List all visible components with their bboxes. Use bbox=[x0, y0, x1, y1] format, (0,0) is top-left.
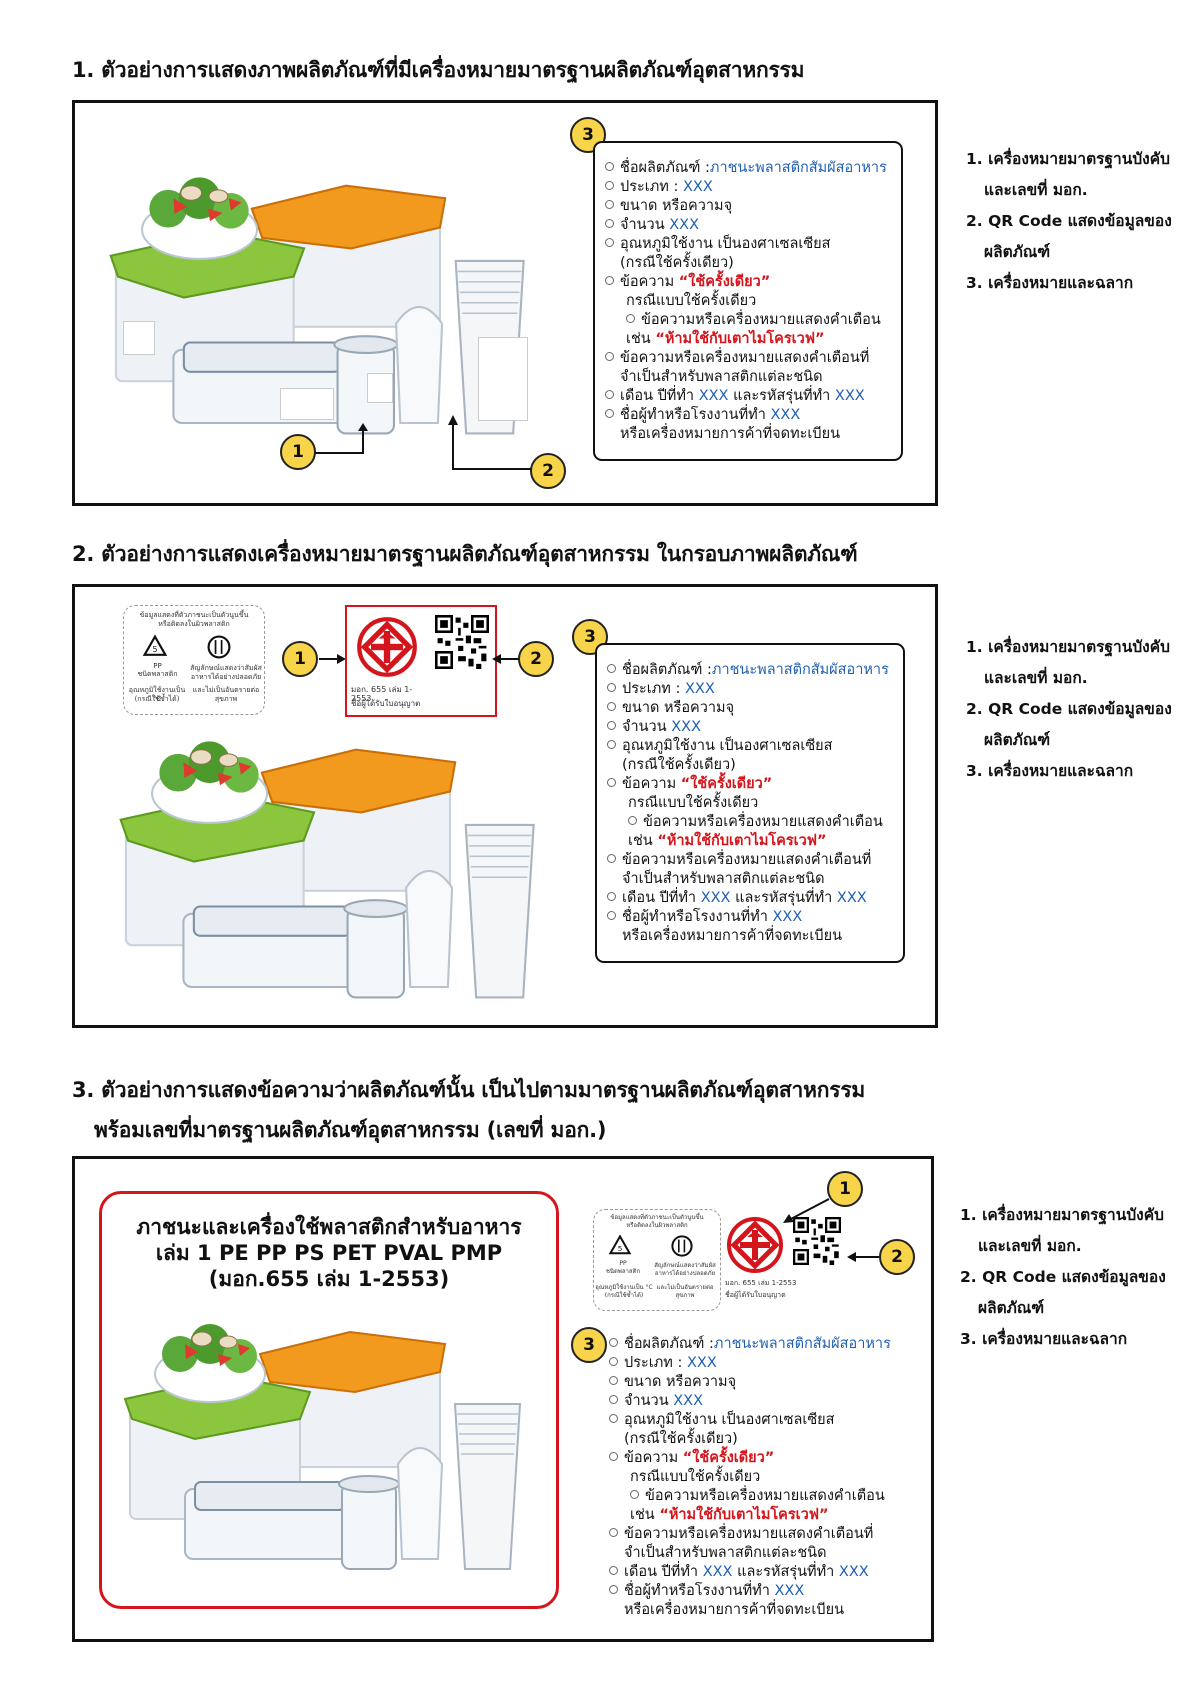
product-label-sticker bbox=[280, 388, 334, 420]
section-3-heading-line1: 3. ตัวอย่างการแสดงข้อความว่าผลิตภัณฑ์นั้… bbox=[72, 1078, 866, 1102]
qr-code-icon bbox=[435, 615, 489, 669]
marker-3: 3 bbox=[571, 1327, 607, 1363]
product-image bbox=[110, 1309, 550, 1589]
marker-1: 1 bbox=[280, 434, 316, 470]
standard-box: ภาชนะและเครื่องใช้พลาสติกสำหรับอาหาร เล่… bbox=[99, 1191, 559, 1609]
marker-3: 3 bbox=[570, 117, 606, 153]
section-2-heading: 2. ตัวอย่างการแสดงเครื่องหมายมาตรฐานผลิต… bbox=[72, 542, 858, 566]
marker-2: 2 bbox=[879, 1239, 915, 1275]
arrow-icon bbox=[319, 654, 346, 664]
recycle-icon bbox=[608, 1234, 632, 1258]
label-info-list: ชื่อผลิตภัณฑ์ :ภาชนะพลาสติกสัมผัสอาหาร ป… bbox=[605, 159, 887, 444]
arrow-icon bbox=[847, 1252, 879, 1262]
label-info-box: ชื่อผลิตภัณฑ์ :ภาชนะพลาสติกสัมผัสอาหาร ป… bbox=[593, 141, 903, 461]
arrow-icon bbox=[492, 654, 519, 664]
standard-title-line1: ภาชนะและเครื่องใช้พลาสติกสำหรับอาหาร bbox=[136, 1215, 522, 1239]
marker-2: 2 bbox=[530, 453, 566, 489]
section-1-heading: 1. ตัวอย่างการแสดงภาพผลิตภัณฑ์ที่มีเครื่… bbox=[72, 58, 805, 82]
legend-3: 1. เครื่องหมายมาตรฐานบังคับ และเลขที่ มอ… bbox=[960, 1206, 1166, 1348]
food-safe-icon bbox=[206, 634, 232, 660]
section-1-frame: 1 2 3 ชื่อผลิตภัณฑ์ :ภาชนะพลาสติกสัมผัสอ… bbox=[72, 100, 938, 506]
label-info-list: ชื่อผลิตภัณฑ์ :ภาชนะพลาสติกสัมผัสอาหาร ป… bbox=[607, 661, 889, 946]
recycle-icon bbox=[142, 634, 168, 660]
licensee-name: ชื่อผู้ได้รับใบอนุญาต bbox=[725, 1291, 786, 1299]
product-label-sticker bbox=[123, 321, 155, 355]
marker-1: 1 bbox=[282, 641, 318, 677]
plastic-info-card: ข้อมูลแสดงที่ตัวภาชนะเป็นตัวนูนขึ้น หรือ… bbox=[593, 1209, 721, 1311]
tis-mark-card: มอก. 655 เล่ม 1-2553 ชื่อผู้ได้รับใบอนุญ… bbox=[345, 605, 497, 717]
tis-number: มอก. 655 เล่ม 1-2553 bbox=[725, 1279, 797, 1287]
product-image bbox=[105, 727, 565, 1017]
marker-3: 3 bbox=[572, 619, 608, 655]
food-safe-icon bbox=[670, 1234, 694, 1258]
standard-title-line3: (มอก.655 เล่ม 1-2553) bbox=[208, 1267, 450, 1291]
standard-title-line2: เล่ม 1 PE PP PS PET PVAL PMP bbox=[155, 1241, 503, 1265]
section-3-frame: ภาชนะและเครื่องใช้พลาสติกสำหรับอาหาร เล่… bbox=[72, 1156, 934, 1642]
section-3-heading-line2: พร้อมเลขที่มาตรฐานผลิตภัณฑ์อุตสาหกรรม (เ… bbox=[94, 1118, 607, 1142]
label-info-box: ชื่อผลิตภัณฑ์ :ภาชนะพลาสติกสัมผัสอาหาร ป… bbox=[595, 643, 905, 963]
product-label-sticker bbox=[367, 373, 393, 403]
product-label-sticker bbox=[478, 337, 528, 421]
arrow-icon bbox=[315, 423, 368, 454]
arrow-icon bbox=[448, 415, 531, 470]
arrow-icon bbox=[783, 1198, 830, 1223]
marker-2: 2 bbox=[518, 641, 554, 677]
tis-standard-mark-icon bbox=[355, 615, 419, 679]
label-info-list: ชื่อผลิตภัณฑ์ :ภาชนะพลาสติกสัมผัสอาหาร ป… bbox=[609, 1335, 891, 1620]
legend-2: 1. เครื่องหมายมาตรฐานบังคับ และเลขที่ มอ… bbox=[966, 638, 1172, 780]
plastic-info-card: ข้อมูลแสดงที่ตัวภาชนะเป็นตัวนูนขึ้น หรือ… bbox=[123, 605, 265, 715]
marker-1: 1 bbox=[827, 1171, 863, 1207]
legend-1: 1. เครื่องหมายมาตรฐานบังคับ และเลขที่ มอ… bbox=[966, 150, 1172, 292]
section-2-frame: ข้อมูลแสดงที่ตัวภาชนะเป็นตัวนูนขึ้น หรือ… bbox=[72, 584, 938, 1028]
